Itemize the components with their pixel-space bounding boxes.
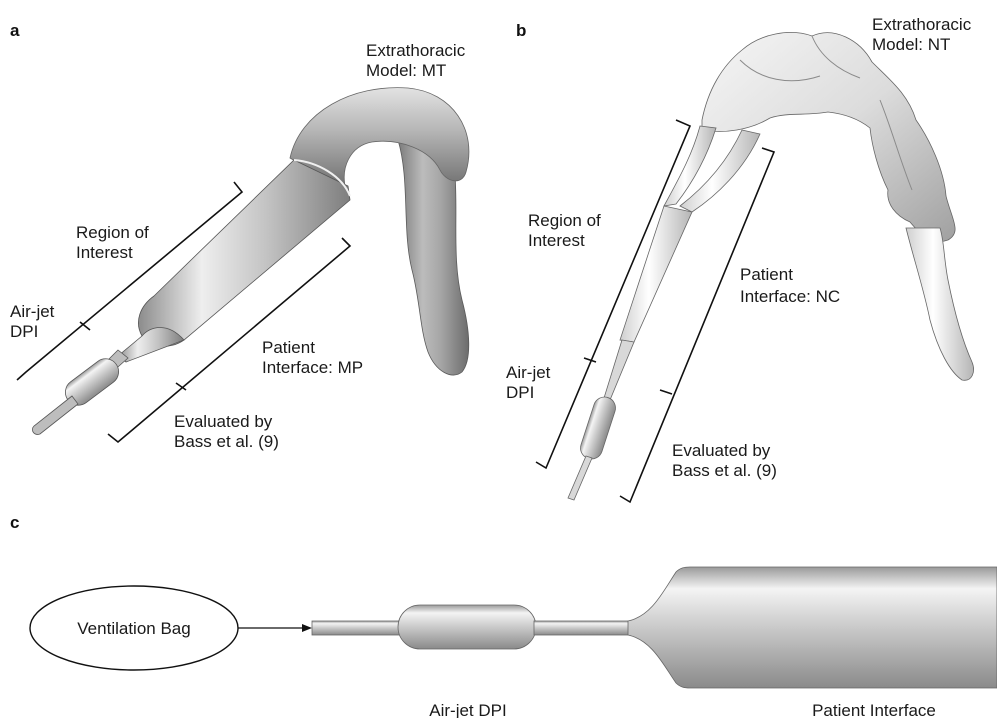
dpi-capsule [398, 605, 536, 649]
panel-a-region-line2: Interest [76, 243, 133, 262]
panel-a-mouthpiece-tube [138, 160, 350, 346]
panel-b-extrathoracic-line1: Extrathoracic [872, 15, 972, 34]
panel-a-patient-line1: Patient [262, 338, 315, 357]
panel-b-patient-line2: Interface: NC [740, 287, 840, 306]
panel-b-letter: b [516, 21, 526, 40]
panel-c-letter: c [10, 513, 19, 532]
patient-interface-label: Patient Interface [812, 701, 936, 718]
panel-a-extrathoracic-line2: Model: MT [366, 61, 446, 80]
panel-b-bracket-evaluated [660, 390, 672, 394]
panel-b-patient-line1: Patient [740, 265, 793, 284]
panel-a-evaluated-line2: Bass et al. (9) [174, 432, 279, 451]
panel-b-region-line2: Interest [528, 231, 585, 250]
panel-a: a Extrathoracic Model: MT Reg [10, 21, 469, 451]
panel-b-airjet-line1: Air-jet [506, 363, 551, 382]
panel-b: b Extrathoracic Model: NT R [506, 15, 974, 502]
inlet-tube [312, 621, 404, 635]
panel-a-evaluated-line1: Evaluated by [174, 412, 273, 431]
airjet-dpi-label: Air-jet DPI [429, 701, 506, 718]
panel-b-evaluated-line2: Bass et al. (9) [672, 461, 777, 480]
panel-b-cannula-tube [620, 206, 692, 342]
ventilation-bag-label: Ventilation Bag [77, 619, 190, 638]
panel-a-extrathoracic-line1: Extrathoracic [366, 41, 466, 60]
panel-b-dpi-capsule [578, 394, 619, 462]
panel-b-extrathoracic-line2: Model: NT [872, 35, 950, 54]
patient-interface-body [628, 567, 997, 688]
panel-b-connector-tube [604, 340, 634, 400]
panel-a-inlet-tube [32, 396, 78, 434]
panel-b-pharynx [906, 228, 974, 380]
panel-a-letter: a [10, 21, 20, 40]
outlet-tube [534, 621, 630, 635]
panel-a-region-line1: Region of [76, 223, 149, 242]
flow-arrow-head [302, 624, 312, 632]
panel-a-airjet-line1: Air-jet [10, 302, 55, 321]
panel-b-bracket-airjet [584, 358, 596, 362]
panel-b-inlet-tube [568, 456, 592, 500]
panel-a-patient-line2: Interface: MP [262, 358, 363, 377]
panel-b-airjet-line2: DPI [506, 383, 534, 402]
panel-a-airjet-line2: DPI [10, 322, 38, 341]
panel-b-evaluated-line1: Evaluated by [672, 441, 771, 460]
panel-b-region-line1: Region of [528, 211, 601, 230]
panel-c: c Ventilation Bag Air-jet DPI Patient In… [10, 513, 997, 718]
